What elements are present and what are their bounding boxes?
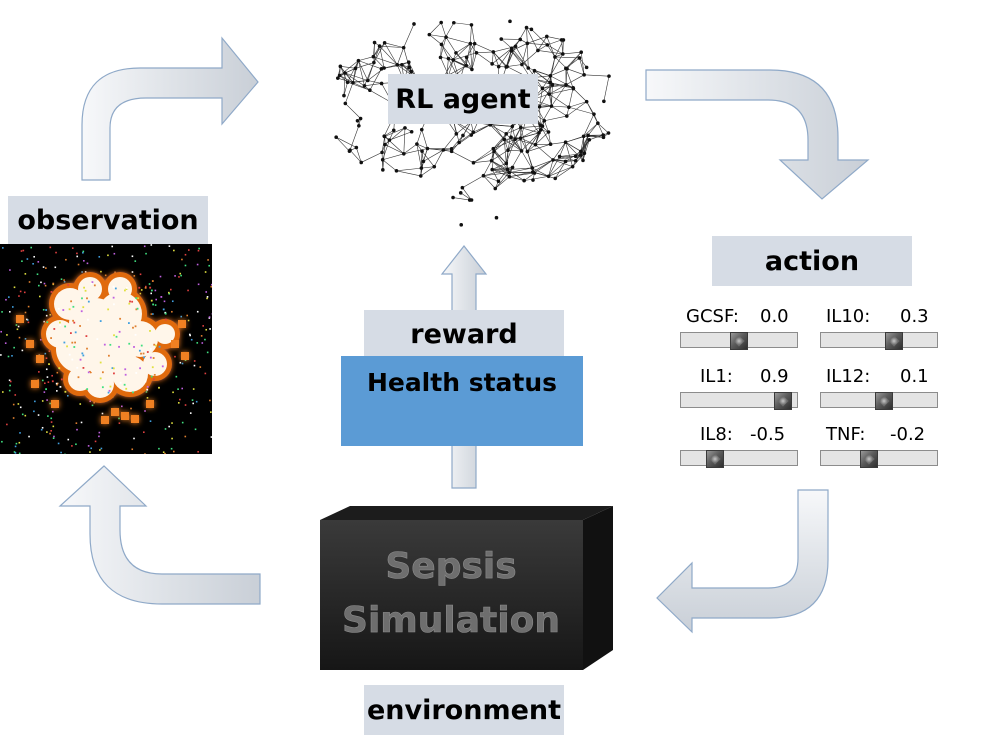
- arrow-agent-to-action: [645, 69, 870, 200]
- slider-thumb-tnf[interactable]: [860, 450, 879, 468]
- slider-thumb-il8[interactable]: [705, 450, 724, 468]
- agent-label: RL agent: [388, 74, 538, 124]
- observation-label: observation: [8, 196, 208, 244]
- reward-label: reward: [364, 310, 564, 358]
- slider-track-gcsf[interactable]: [680, 332, 798, 350]
- slider-thumb-il12[interactable]: [874, 392, 893, 410]
- slider-thumb-gcsf[interactable]: [730, 332, 748, 350]
- slider-track-il10[interactable]: [820, 332, 938, 350]
- slider-track-il12[interactable]: [820, 392, 938, 410]
- action-label: action: [712, 236, 912, 286]
- simulation-text-line1: Sepsis: [385, 546, 516, 587]
- environment-label: environment: [364, 685, 564, 735]
- slider-thumb-il10[interactable]: [884, 332, 903, 350]
- simulation-text-line2: Simulation: [342, 600, 560, 641]
- slider-track-il8[interactable]: [680, 450, 798, 468]
- health-status-label: Health status: [366, 368, 558, 397]
- arrow-observation-to-agent: [81, 36, 259, 181]
- arrow-environment-to-observation: [58, 465, 261, 605]
- block-front: [320, 520, 583, 670]
- health-status-box: Health status: [341, 356, 583, 446]
- sepsis-observation-image: [0, 244, 212, 454]
- block-side: [583, 506, 613, 670]
- block-top: [320, 506, 613, 520]
- slider-track-il1[interactable]: [680, 392, 798, 410]
- slider-thumb-il1[interactable]: [774, 392, 793, 410]
- sepsis-simulation-block: Sepsis Simulation: [320, 506, 613, 670]
- arrow-action-to-environment: [656, 489, 829, 634]
- slider-track-tnf[interactable]: [820, 450, 938, 468]
